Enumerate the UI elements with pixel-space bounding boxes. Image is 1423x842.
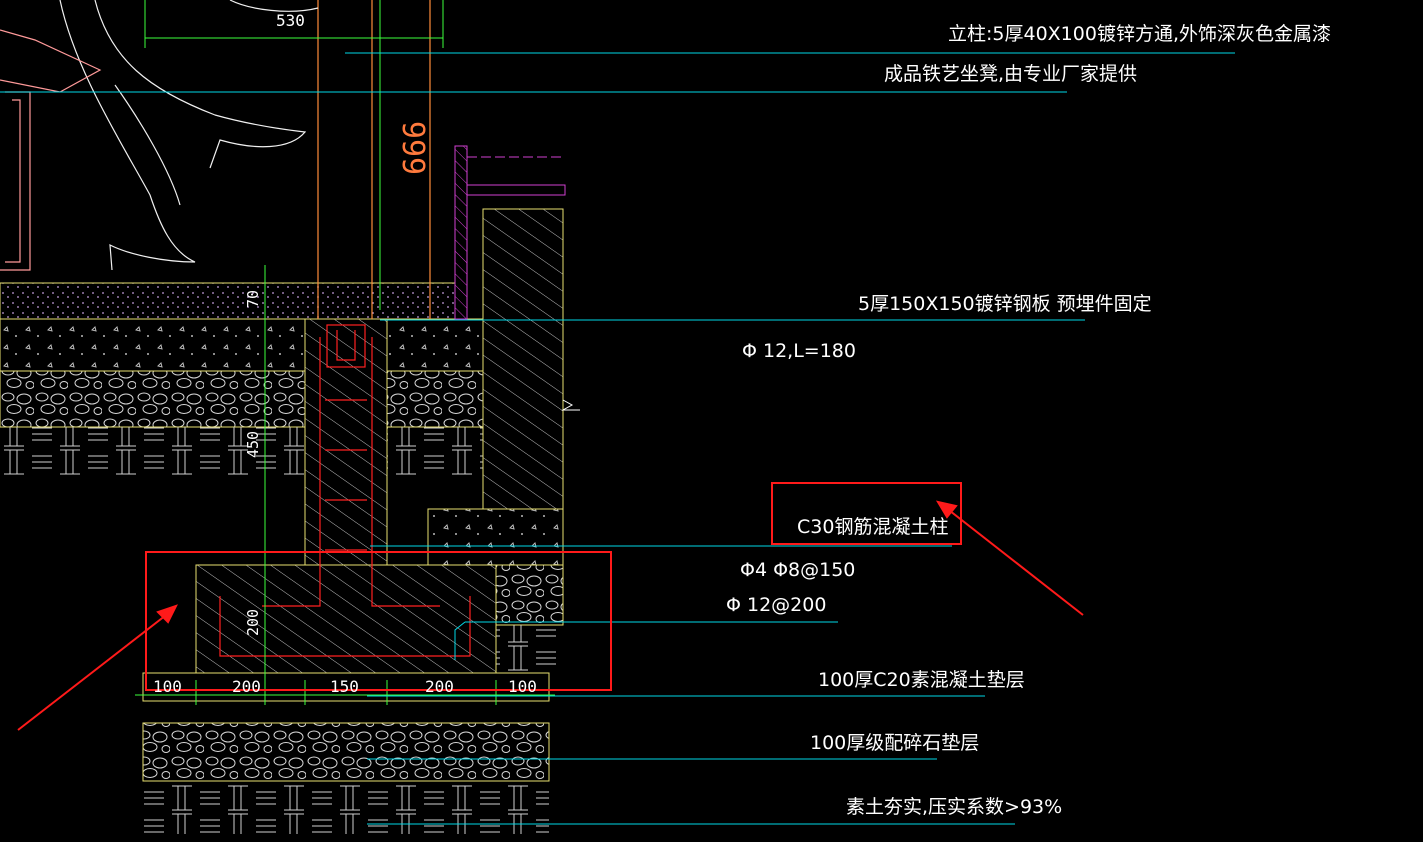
dimension-labels: 530 666 70 450 200 100 200 150 200 100 (153, 11, 537, 696)
anchor-bar-label: Φ 12,L=180 (742, 340, 856, 362)
dim-200-vertical: 200 (244, 609, 262, 636)
left-slab (0, 318, 306, 372)
paving-layer (0, 282, 456, 320)
column-concrete-label: C30钢筋混凝土柱 (797, 516, 948, 538)
pier-rebar-left (262, 337, 321, 607)
dim-450: 450 (244, 431, 262, 458)
right-soil (387, 427, 483, 475)
soil-label: 素土夯实,压实系数>93% (846, 796, 1062, 818)
column-rebar-label: Φ4 Φ8@150 (740, 559, 855, 581)
red-arrow-head-right (935, 500, 958, 519)
break-line (561, 399, 580, 411)
left-soil (0, 427, 305, 475)
ground-layers (0, 282, 484, 475)
dim-bottom-2: 200 (232, 677, 261, 696)
annotation-labels: 立柱:5厚40X100镀锌方通,外饰深灰色金属漆 成品铁艺坐凳,由专业厂家提供 … (726, 23, 1331, 818)
red-arrow-icon (17, 611, 171, 731)
dim-bottom-1: 100 (153, 677, 182, 696)
gravel-cushion (142, 722, 550, 782)
bench-label: 成品铁艺坐凳,由专业厂家提供 (884, 63, 1137, 85)
dimension-lines (135, 0, 555, 705)
wall-side-gravel (495, 564, 564, 626)
dim-bottom-3: 150 (330, 677, 359, 696)
dim-bottom-4: 200 (425, 677, 454, 696)
anchor-hook (336, 330, 356, 361)
column-spec-label: 立柱:5厚40X100镀锌方通,外饰深灰色金属漆 (948, 23, 1331, 45)
left-gravel (0, 370, 306, 428)
footing-highlight-box (145, 551, 612, 691)
red-arrow-head-left (156, 604, 178, 624)
footing-rebar-label: Φ 12@200 (726, 594, 826, 616)
highlights (17, 482, 1084, 731)
wall-side-soil (496, 625, 563, 673)
red-arrow-icon (944, 506, 1084, 616)
concrete-cushion-label: 100厚C20素混凝土垫层 (818, 669, 1025, 691)
bench-frame (0, 29, 102, 271)
right-gravel (386, 370, 484, 428)
compacted-soil (143, 784, 549, 834)
footing-bottom-bar (219, 596, 471, 657)
pier-rebar-right (371, 337, 440, 607)
right-slab (386, 318, 484, 372)
dim-70: 70 (244, 290, 262, 308)
embedded-anchor (326, 324, 366, 368)
concrete-pier (304, 318, 388, 566)
label-highlight-box (771, 482, 962, 545)
retaining-wall (427, 145, 580, 673)
dim-530: 530 (276, 11, 305, 30)
wall-body (482, 208, 564, 510)
wall-footing (427, 508, 564, 566)
leader-lines (0, 52, 1235, 825)
gravel-cushion-label: 100厚级配碎石垫层 (810, 732, 979, 754)
spread-footing (195, 564, 497, 674)
wall-cap-hatch (454, 145, 468, 320)
dim-666: 666 (398, 121, 433, 175)
dim-bottom-5: 100 (508, 677, 537, 696)
steel-plate-label: 5厚150X150镀锌钢板 预埋件固定 (858, 293, 1152, 315)
coping (466, 184, 566, 196)
seated-figure (59, 0, 319, 271)
